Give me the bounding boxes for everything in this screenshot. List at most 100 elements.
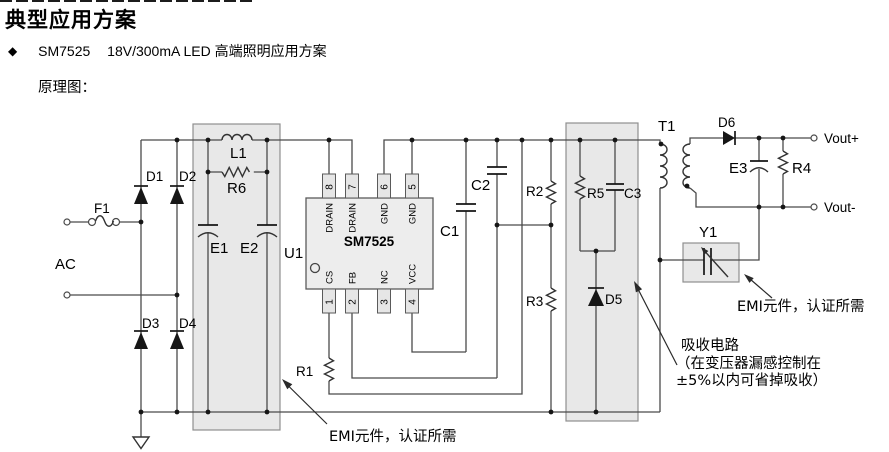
ac-terminal-neutral bbox=[63, 291, 71, 299]
snubber-circuit: R5 C3 D5 bbox=[573, 175, 641, 307]
cap-e2-symbol bbox=[256, 232, 278, 238]
svg-text:CS: CS bbox=[325, 271, 336, 284]
e3-label: E3 bbox=[729, 160, 747, 177]
r4-label: R4 bbox=[792, 160, 811, 177]
bridge-rectifier: D1 D2 D3 D4 bbox=[134, 169, 197, 349]
ic-sm7525: 8 7 6 5 1 2 3 4 DRAIN DRAIN GND GND CS F… bbox=[284, 173, 434, 314]
inductor-l1-symbol bbox=[221, 133, 253, 141]
annotations: EMI元件，认证所需 EMI元件，认证所需 吸收电路 （在变压器漏感控制在 ±5… bbox=[282, 274, 864, 445]
d1-label: D1 bbox=[146, 169, 163, 184]
d6-label: D6 bbox=[718, 115, 735, 130]
resistor-r4-symbol bbox=[776, 150, 790, 175]
ic-passives: C1 C2 R1 R2 R3 bbox=[296, 166, 558, 382]
y-capacitor: Y1 bbox=[699, 224, 729, 278]
t1-primary-phase-dot bbox=[658, 141, 664, 147]
emi-bottom-arrow bbox=[287, 385, 328, 425]
ac-source: AC bbox=[55, 218, 76, 299]
junction-dots bbox=[138, 135, 786, 415]
ground-symbol bbox=[131, 436, 151, 450]
wire-vout-neg bbox=[689, 187, 811, 208]
snubber-note-line2: ±5%以内可省掉吸收） bbox=[676, 372, 827, 389]
r6-label: R6 bbox=[227, 180, 246, 197]
snubber-block bbox=[565, 122, 639, 422]
fuse-f1: F1 bbox=[87, 201, 121, 227]
svg-text:2: 2 bbox=[348, 299, 359, 305]
application-description: 18V/300mA LED 高端照明应用方案 bbox=[107, 43, 327, 59]
ycap-slash bbox=[704, 251, 729, 278]
vout-neg-label: Vout- bbox=[824, 200, 856, 215]
cap-c3-symbol bbox=[606, 183, 624, 191]
wire-pin4-vcc bbox=[411, 313, 466, 353]
svg-text:VCC: VCC bbox=[408, 264, 419, 284]
wire-cs-return bbox=[328, 140, 523, 395]
resistor-r2-symbol bbox=[544, 180, 558, 205]
emi-filter: L1 R6 E1 E2 bbox=[197, 133, 278, 257]
bullet-diamond-icon: ◆ bbox=[8, 44, 18, 58]
cap-c1-symbol bbox=[456, 203, 476, 212]
l1-label: L1 bbox=[230, 145, 247, 162]
r5-label: R5 bbox=[587, 186, 604, 201]
d3-label: D3 bbox=[142, 316, 159, 331]
t1-primary-winding bbox=[659, 143, 668, 189]
snubber-note-title: 吸收电路 bbox=[681, 337, 739, 354]
r3-label: R3 bbox=[526, 294, 543, 309]
d4-label: D4 bbox=[179, 316, 197, 331]
d2-label: D2 bbox=[179, 169, 196, 184]
cropped-text-artifact bbox=[0, 0, 256, 2]
y1-label: Y1 bbox=[699, 224, 717, 241]
vout-pos-terminal bbox=[810, 134, 818, 142]
svg-text:5: 5 bbox=[408, 184, 419, 190]
transformer-t1: T1 bbox=[658, 118, 691, 189]
svg-text:1: 1 bbox=[325, 299, 336, 305]
svg-text:FB: FB bbox=[348, 272, 359, 284]
page-title: 典型应用方案 bbox=[5, 9, 137, 32]
fuse-cap-left bbox=[87, 217, 97, 227]
svg-text:4: 4 bbox=[408, 299, 419, 305]
resistor-r3-symbol bbox=[544, 287, 558, 312]
fuse-label: F1 bbox=[94, 201, 110, 216]
svg-text:6: 6 bbox=[380, 184, 391, 190]
cap-e3-symbol bbox=[749, 167, 769, 173]
u1-label: U1 bbox=[284, 245, 303, 262]
ic-pin-boxes bbox=[322, 173, 419, 314]
r1-label: R1 bbox=[296, 364, 313, 379]
emi-bottom-note: EMI元件，认证所需 bbox=[329, 428, 456, 445]
t1-secondary-phase-dot bbox=[684, 183, 690, 189]
fuse-symbol bbox=[94, 215, 115, 227]
svg-text:8: 8 bbox=[325, 184, 336, 190]
wire-ycap-right bbox=[711, 207, 760, 261]
pin1-indicator bbox=[309, 262, 321, 274]
wire-secondary-top bbox=[689, 137, 723, 144]
c2-label: C2 bbox=[471, 177, 490, 194]
cap-c2-symbol bbox=[487, 166, 507, 175]
d5-label: D5 bbox=[605, 292, 622, 307]
application-bullet: ◆ SM7525 18V/300mA LED 高端照明应用方案 bbox=[8, 41, 327, 61]
part-number: SM7525 bbox=[38, 43, 91, 59]
ac-label: AC bbox=[55, 256, 76, 273]
snubber-note-line1: （在变压器漏感控制在 bbox=[676, 355, 821, 372]
ic-body bbox=[305, 197, 434, 290]
t1-secondary-winding bbox=[682, 143, 691, 189]
t1-label: T1 bbox=[658, 118, 676, 135]
c3-label: C3 bbox=[624, 186, 641, 201]
resistor-r1-symbol bbox=[322, 357, 336, 382]
vout-neg-terminal bbox=[810, 203, 818, 211]
svg-text:3: 3 bbox=[380, 299, 391, 305]
cap-e1-symbol bbox=[197, 232, 219, 238]
svg-text:DRAIN: DRAIN bbox=[348, 203, 359, 233]
vout-pos-label: Vout+ bbox=[824, 131, 859, 146]
snubber-arrow bbox=[637, 288, 678, 366]
wire-pin2-fb bbox=[351, 313, 497, 379]
schematic-caption: 原理图： bbox=[38, 80, 96, 96]
e2-label: E2 bbox=[240, 240, 258, 257]
svg-text:7: 7 bbox=[348, 184, 359, 190]
output-stage: D6 E3 R4 Vout+ Vout- bbox=[718, 115, 859, 215]
emi-ycap-note: EMI元件，认证所需 bbox=[737, 298, 864, 315]
emi-ycap-arrow bbox=[749, 278, 773, 299]
ac-terminal-live bbox=[63, 218, 71, 226]
c1-label: C1 bbox=[440, 223, 459, 240]
svg-text:GND: GND bbox=[380, 203, 391, 224]
resistor-r5-symbol bbox=[573, 175, 587, 200]
ic-part-number: SM7525 bbox=[344, 234, 395, 249]
